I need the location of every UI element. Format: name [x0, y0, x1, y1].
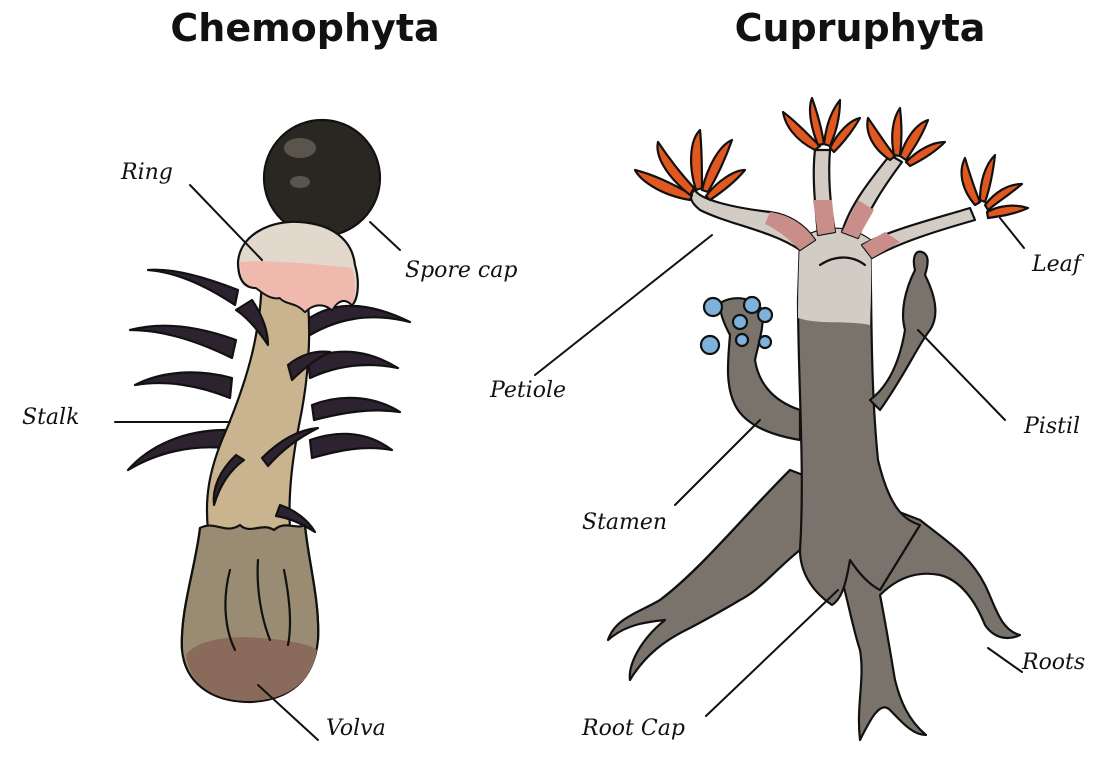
label-stamen: Stamen: [582, 510, 667, 535]
leader-pistil: [918, 330, 1005, 420]
leader-petiole: [535, 235, 712, 375]
label-roots: Roots: [1022, 650, 1085, 675]
label-pistil: Pistil: [1024, 414, 1080, 439]
label-volva: Volva: [326, 716, 386, 741]
chemophyta-illustration: [128, 120, 410, 702]
leaf-cluster-2: [783, 98, 860, 152]
chemophyta-spore-cap: [264, 120, 380, 236]
label-ring: Ring: [121, 160, 173, 185]
leaf-cluster-1: [635, 130, 745, 200]
leader-leaf: [1000, 218, 1024, 248]
leader-roots: [988, 648, 1022, 672]
label-leaf: Leaf: [1032, 252, 1081, 277]
label-stalk: Stalk: [22, 405, 79, 430]
leaf-cluster-3: [867, 108, 945, 166]
label-root-cap: Root Cap: [582, 716, 685, 741]
label-petiole: Petiole: [490, 378, 566, 403]
leader-stamen: [675, 420, 760, 505]
leader-ring: [190, 185, 262, 260]
label-spore-cap: Spore cap: [405, 258, 517, 283]
cupruphyta-illustration: [608, 98, 1028, 740]
leader-spore-cap: [370, 222, 400, 250]
leaf-cluster-4: [962, 155, 1028, 218]
cupruphyta-pistil: [870, 252, 935, 410]
